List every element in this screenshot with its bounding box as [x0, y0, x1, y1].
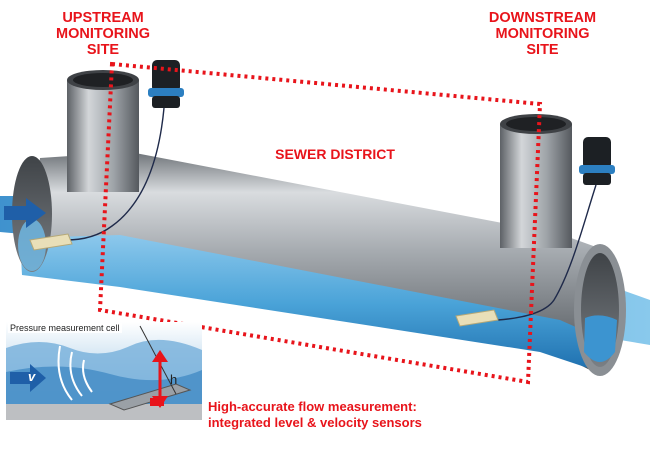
downstream-sensor-icon [497, 137, 615, 321]
downstream-velocity-pad [455, 309, 499, 327]
district-boundary [97, 61, 543, 385]
sewer-district-label: SEWER DISTRICT [275, 146, 395, 162]
downstream-label-line-2: MONITORING [495, 26, 590, 42]
right-arrow-icon [4, 198, 46, 228]
downstream-label-line-1: DOWNSTREAM [488, 10, 597, 26]
upstream-site-label: UPSTREAM MONITORING SITE [38, 10, 168, 58]
upstream-riser [67, 70, 139, 192]
pressure-cell-label: Pressure measurement cell [8, 323, 122, 333]
upstream-label-line-1: UPSTREAM [62, 10, 144, 26]
caption: High-accurate flow measurement: integrat… [208, 399, 508, 431]
velocity-symbol: v [28, 369, 36, 384]
downstream-site-label: DOWNSTREAM MONITORING SITE [470, 10, 615, 58]
height-symbol: h [170, 372, 178, 387]
upstream-velocity-pad [29, 233, 73, 251]
downstream-label-line-3: SITE [526, 42, 559, 58]
double-arrow-icon [152, 350, 168, 408]
upstream-sensor-icon [65, 60, 184, 241]
caption-line-1: High-accurate flow measurement: [208, 399, 417, 414]
caption-line-2: integrated level & velocity sensors [208, 415, 422, 430]
upstream-label-line-3: SITE [86, 42, 120, 58]
inset-illustration [6, 322, 202, 420]
upstream-label-line-2: MONITORING [56, 26, 150, 42]
